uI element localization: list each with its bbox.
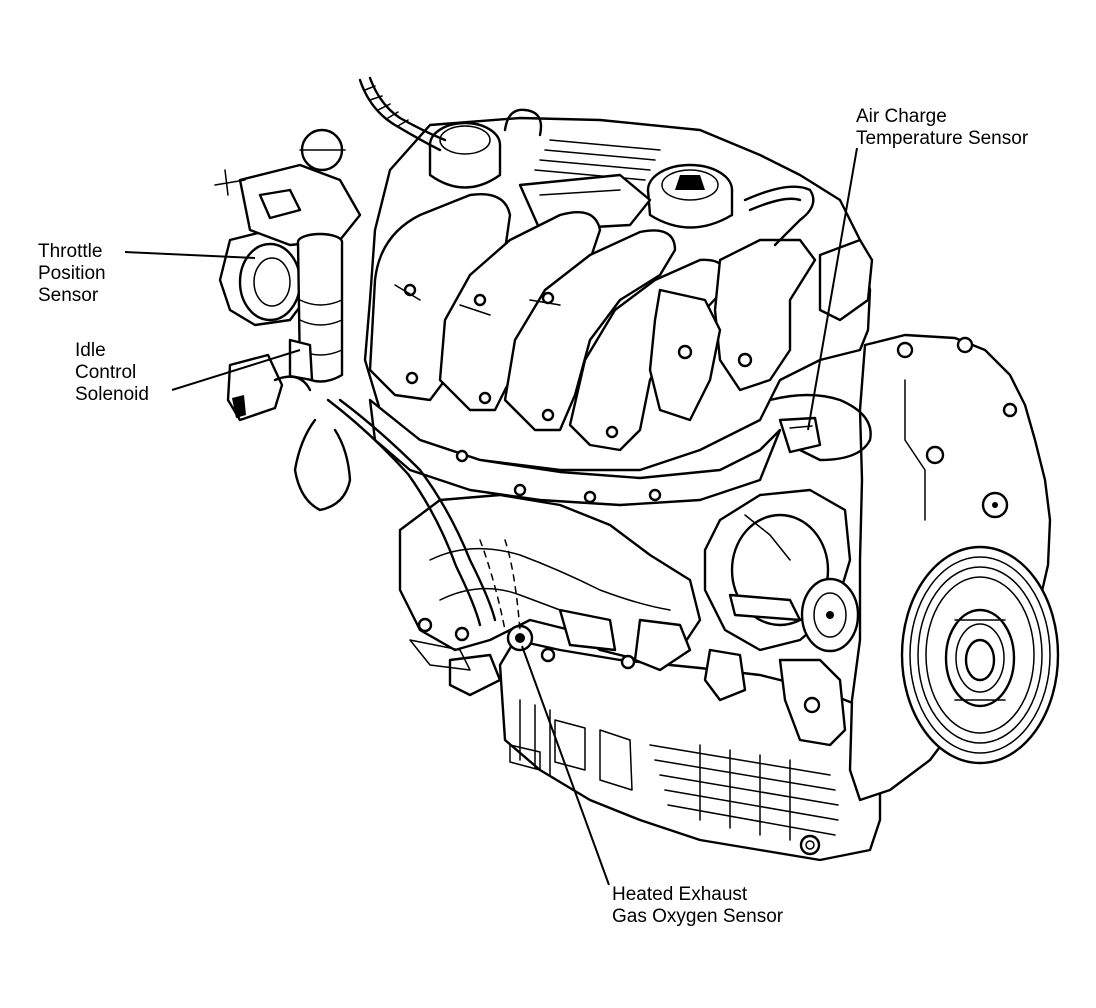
label-line: Heated Exhaust — [612, 884, 748, 905]
label-line: Position — [38, 263, 106, 284]
leader-throttle-position-sensor — [124, 251, 256, 259]
leader-heated-exhaust-gas-oxygen-sensor — [521, 645, 610, 886]
label-line: Air Charge — [856, 106, 947, 127]
callout-leaders — [124, 147, 858, 886]
crankshaft-pulley — [900, 545, 1060, 765]
label-line: Control — [75, 362, 137, 383]
idle-control-solenoid-label: Idle Control Solenoid — [75, 340, 149, 406]
leader-idle-control-solenoid — [171, 349, 301, 391]
throttle-position-sensor-label: Throttle Position Sensor — [38, 241, 106, 307]
label-line: Solenoid — [75, 384, 149, 405]
wiring-harness — [226, 76, 497, 627]
o2-sensor-wire — [479, 539, 521, 631]
idle-solenoid — [288, 232, 344, 383]
leader-air-charge-temperature-sensor — [807, 147, 858, 431]
label-line: Gas Oxygen Sensor — [612, 906, 784, 927]
label-line: Idle — [75, 340, 106, 361]
label-line: Sensor — [38, 285, 99, 306]
bracket-assembly — [648, 185, 874, 462]
water-pump — [703, 488, 860, 747]
throttle-body — [214, 128, 362, 327]
label-line: Temperature Sensor — [856, 128, 1029, 149]
label-line: Throttle — [38, 241, 103, 262]
air-charge-temperature-sensor-label: Air Charge Temperature Sensor — [856, 106, 1028, 150]
exhaust-manifold — [398, 493, 702, 697]
heated-exhaust-gas-oxygen-sensor-label: Heated Exhaust Gas Oxygen Sensor — [612, 884, 783, 928]
